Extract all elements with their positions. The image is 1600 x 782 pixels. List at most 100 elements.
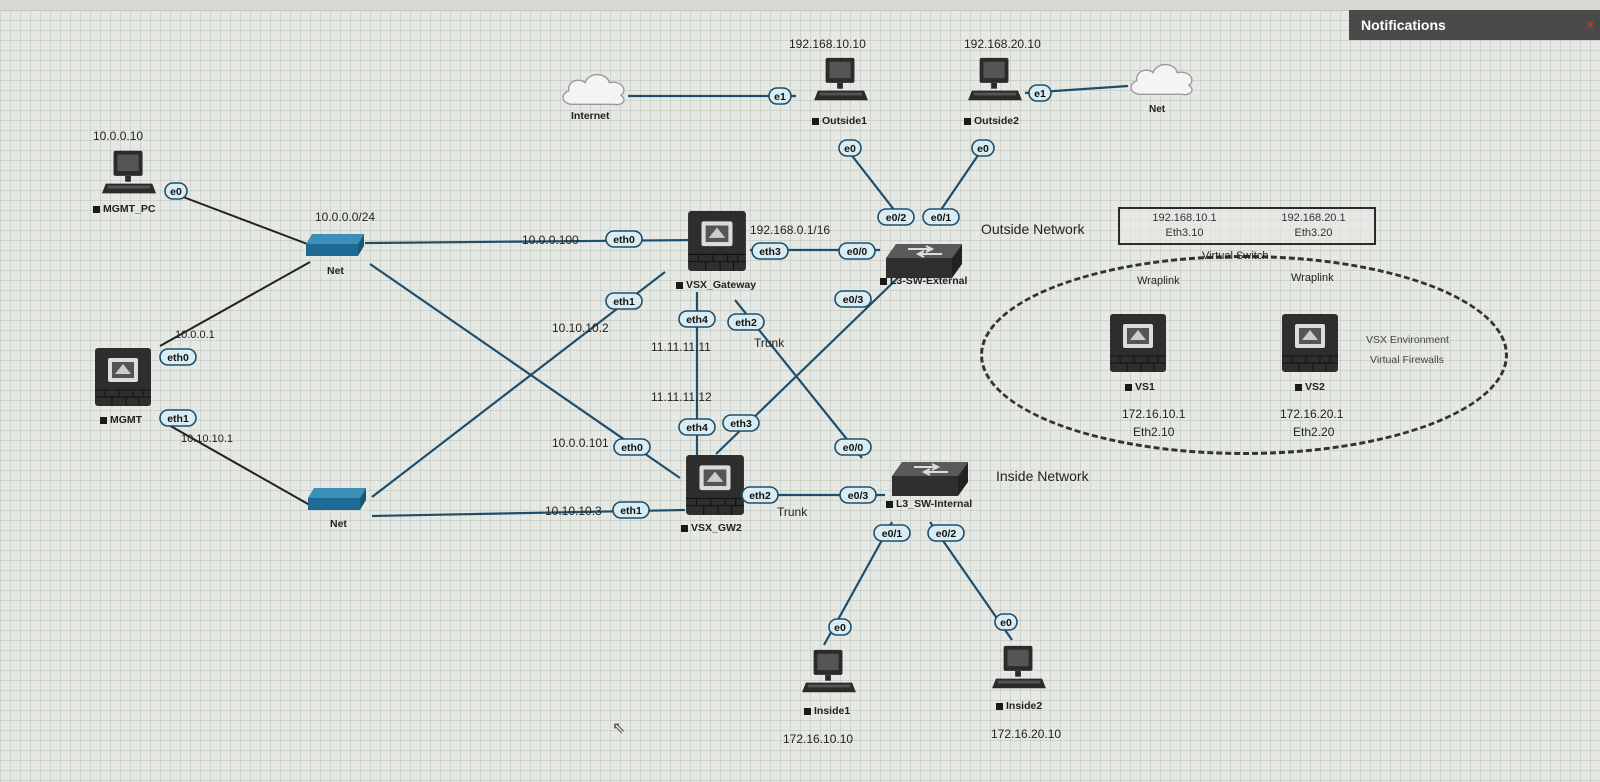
notifications-panel[interactable]: Notifications × bbox=[1349, 10, 1600, 40]
l3-sw-external-icon[interactable] bbox=[885, 243, 963, 279]
port-badge-inside1-e0[interactable]: e0 bbox=[828, 618, 852, 636]
virtual-switch-box: 192.168.10.1 Eth3.10 192.168.20.1 Eth3.2… bbox=[1118, 207, 1376, 245]
vswitch-left-ip: 192.168.10.1 bbox=[1152, 212, 1217, 224]
port-badge-gw2-eth4[interactable]: eth4 bbox=[678, 418, 716, 436]
inside1-ip: 172.16.10.10 bbox=[783, 732, 854, 746]
vsx-gateway-eth1-ip: 10.10.10.2 bbox=[552, 321, 609, 335]
vsx-gw2-eth4-ip: 11.11.11.12 bbox=[651, 390, 712, 404]
port-badge-ext-e0-2[interactable]: e0/2 bbox=[877, 208, 915, 226]
port-badge-gw-eth1[interactable]: eth1 bbox=[605, 292, 643, 310]
inside2-pc-icon[interactable] bbox=[992, 645, 1046, 689]
outside1-label: Outside1 bbox=[812, 115, 867, 127]
port-label: eth1 bbox=[167, 413, 189, 425]
vs1-iface: Eth2.10 bbox=[1133, 425, 1175, 439]
vs1-ip: 172.16.10.1 bbox=[1122, 407, 1186, 421]
mgmt-firewall-icon[interactable] bbox=[94, 347, 152, 407]
mgmt-pc-label: MGMT_PC bbox=[93, 203, 156, 215]
inside1-pc-icon[interactable] bbox=[802, 649, 856, 693]
port-badge-outside2-e1[interactable]: e1 bbox=[1028, 84, 1052, 102]
net-mgmt-label: Net bbox=[327, 265, 344, 277]
wraplink-right-label: Wraplink bbox=[1291, 272, 1334, 284]
port-label: e0/1 bbox=[882, 528, 903, 540]
port-badge-gw-eth3[interactable]: eth3 bbox=[751, 242, 789, 260]
port-badge-gw-eth4[interactable]: eth4 bbox=[678, 310, 716, 328]
net-switch-mgmt-icon[interactable] bbox=[306, 234, 364, 256]
port-label: eth1 bbox=[620, 505, 642, 517]
mgmt-eth0-ip: 10.0.0.1 bbox=[175, 329, 215, 341]
port-badge-gw-eth2[interactable]: eth2 bbox=[727, 313, 765, 331]
port-badge-int-e0-3[interactable]: e0/3 bbox=[839, 486, 877, 504]
port-label: e0/2 bbox=[936, 528, 957, 540]
port-label: e0 bbox=[844, 143, 856, 155]
wraplink-left-label: Wraplink bbox=[1137, 275, 1180, 287]
mgmt-pc-icon[interactable] bbox=[101, 150, 157, 194]
port-label: e0 bbox=[170, 186, 182, 198]
port-badge-outside1-e0[interactable]: e0 bbox=[838, 139, 862, 157]
port-label: eth0 bbox=[613, 234, 635, 246]
inside2-label: Inside2 bbox=[996, 700, 1042, 712]
port-badge-mgmt-pc-e0[interactable]: e0 bbox=[164, 182, 188, 200]
close-icon[interactable]: × bbox=[1586, 17, 1594, 32]
port-label: eth4 bbox=[686, 422, 708, 434]
vsx-env-line2: Virtual Firewalls bbox=[1370, 354, 1444, 366]
port-label: e0/0 bbox=[843, 442, 864, 454]
port-badge-ext-e0-0[interactable]: e0/0 bbox=[838, 242, 876, 260]
port-badges: e1 e0 e1 e0 e0 eth0 eth1 eth0 eth3 eth1 eth4 eth2 et… bbox=[159, 84, 1052, 636]
net-switch-bottom-icon[interactable] bbox=[308, 488, 366, 510]
mgmt-pc-ip: 10.0.0.10 bbox=[93, 129, 144, 143]
net-mgmt-subnet: 10.0.0.0/24 bbox=[315, 210, 376, 224]
trunk-lower-label: Trunk bbox=[777, 505, 808, 519]
port-badge-mgmt-eth1[interactable]: eth1 bbox=[159, 409, 197, 427]
mgmt-eth1-ip: 10.10.10.1 bbox=[181, 433, 233, 445]
vsx-gateway-eth4-ip: 11.11.11.11 bbox=[651, 340, 711, 354]
port-label: eth2 bbox=[735, 317, 757, 329]
vswitch-right-iface: Eth3.20 bbox=[1294, 227, 1333, 239]
vs2-label: VS2 bbox=[1295, 381, 1325, 393]
vsx-env-line1: VSX Environment bbox=[1366, 334, 1449, 346]
vs1-label: VS1 bbox=[1125, 381, 1155, 393]
port-badge-int-e0-1[interactable]: e0/1 bbox=[873, 524, 911, 542]
port-label: e0/1 bbox=[931, 212, 952, 224]
port-badge-int-e0-0[interactable]: e0/0 bbox=[834, 438, 872, 456]
port-badge-ext-e0-3[interactable]: e0/3 bbox=[834, 290, 872, 308]
port-badge-gw2-eth3[interactable]: eth3 bbox=[722, 414, 760, 432]
mgmt-label: MGMT bbox=[100, 414, 142, 426]
internet-label: Internet bbox=[571, 110, 610, 122]
net-cloud-icon[interactable] bbox=[1130, 63, 1193, 96]
outside2-label: Outside2 bbox=[964, 115, 1019, 127]
outside2-pc-icon[interactable] bbox=[968, 57, 1022, 101]
vsx-gateway-eth3-ip: 192.168.0.1/16 bbox=[750, 223, 831, 237]
l3-sw-internal-icon[interactable] bbox=[891, 461, 969, 497]
mouse-pointer-icon: ⇖ bbox=[612, 720, 626, 737]
port-badge-gw2-eth0[interactable]: eth0 bbox=[613, 438, 651, 456]
outside1-pc-icon[interactable] bbox=[814, 57, 868, 101]
port-badge-gw2-eth1[interactable]: eth1 bbox=[612, 501, 650, 519]
port-badge-mgmt-eth0[interactable]: eth0 bbox=[159, 348, 197, 366]
top-toolbar-strip bbox=[0, 0, 1600, 11]
vsx-gw2-firewall-icon[interactable] bbox=[685, 454, 745, 516]
port-badge-int-e0-2[interactable]: e0/2 bbox=[927, 524, 965, 542]
vsx-gw2-eth0-ip: 10.0.0.101 bbox=[552, 436, 609, 450]
vsx-gateway-firewall-icon[interactable] bbox=[687, 210, 747, 272]
internet-cloud-icon[interactable] bbox=[562, 73, 625, 106]
port-label: e0/3 bbox=[843, 294, 864, 306]
vs2-ip: 172.16.20.1 bbox=[1280, 407, 1344, 421]
inside-network-label: Inside Network bbox=[996, 468, 1089, 484]
port-badge-gw2-eth2[interactable]: eth2 bbox=[741, 486, 779, 504]
port-badge-ext-e0-1[interactable]: e0/1 bbox=[922, 208, 960, 226]
outside1-ip: 192.168.10.10 bbox=[789, 37, 866, 51]
port-badge-inside2-e0[interactable]: e0 bbox=[994, 613, 1018, 631]
port-badge-gw-eth0[interactable]: eth0 bbox=[605, 230, 643, 248]
virtual-switch-label: Virtual Switch bbox=[1202, 250, 1269, 262]
port-label: eth3 bbox=[759, 246, 781, 258]
port-label: e0 bbox=[1000, 617, 1012, 629]
vsx-gw2-eth1-ip: 10.10.10.3 bbox=[545, 504, 602, 518]
l3-sw-internal-label: L3_SW-Internal bbox=[886, 498, 972, 510]
port-badge-outside2-e0[interactable]: e0 bbox=[971, 139, 995, 157]
l3-sw-external-label: L3-SW-External bbox=[880, 275, 967, 287]
port-badge-outside1-e1[interactable]: e1 bbox=[768, 87, 792, 105]
port-label: e1 bbox=[1034, 88, 1046, 100]
vsx-gateway-eth0-ip: 10.0.0.100 bbox=[522, 233, 579, 247]
vsx-environment-boundary bbox=[980, 255, 1508, 455]
